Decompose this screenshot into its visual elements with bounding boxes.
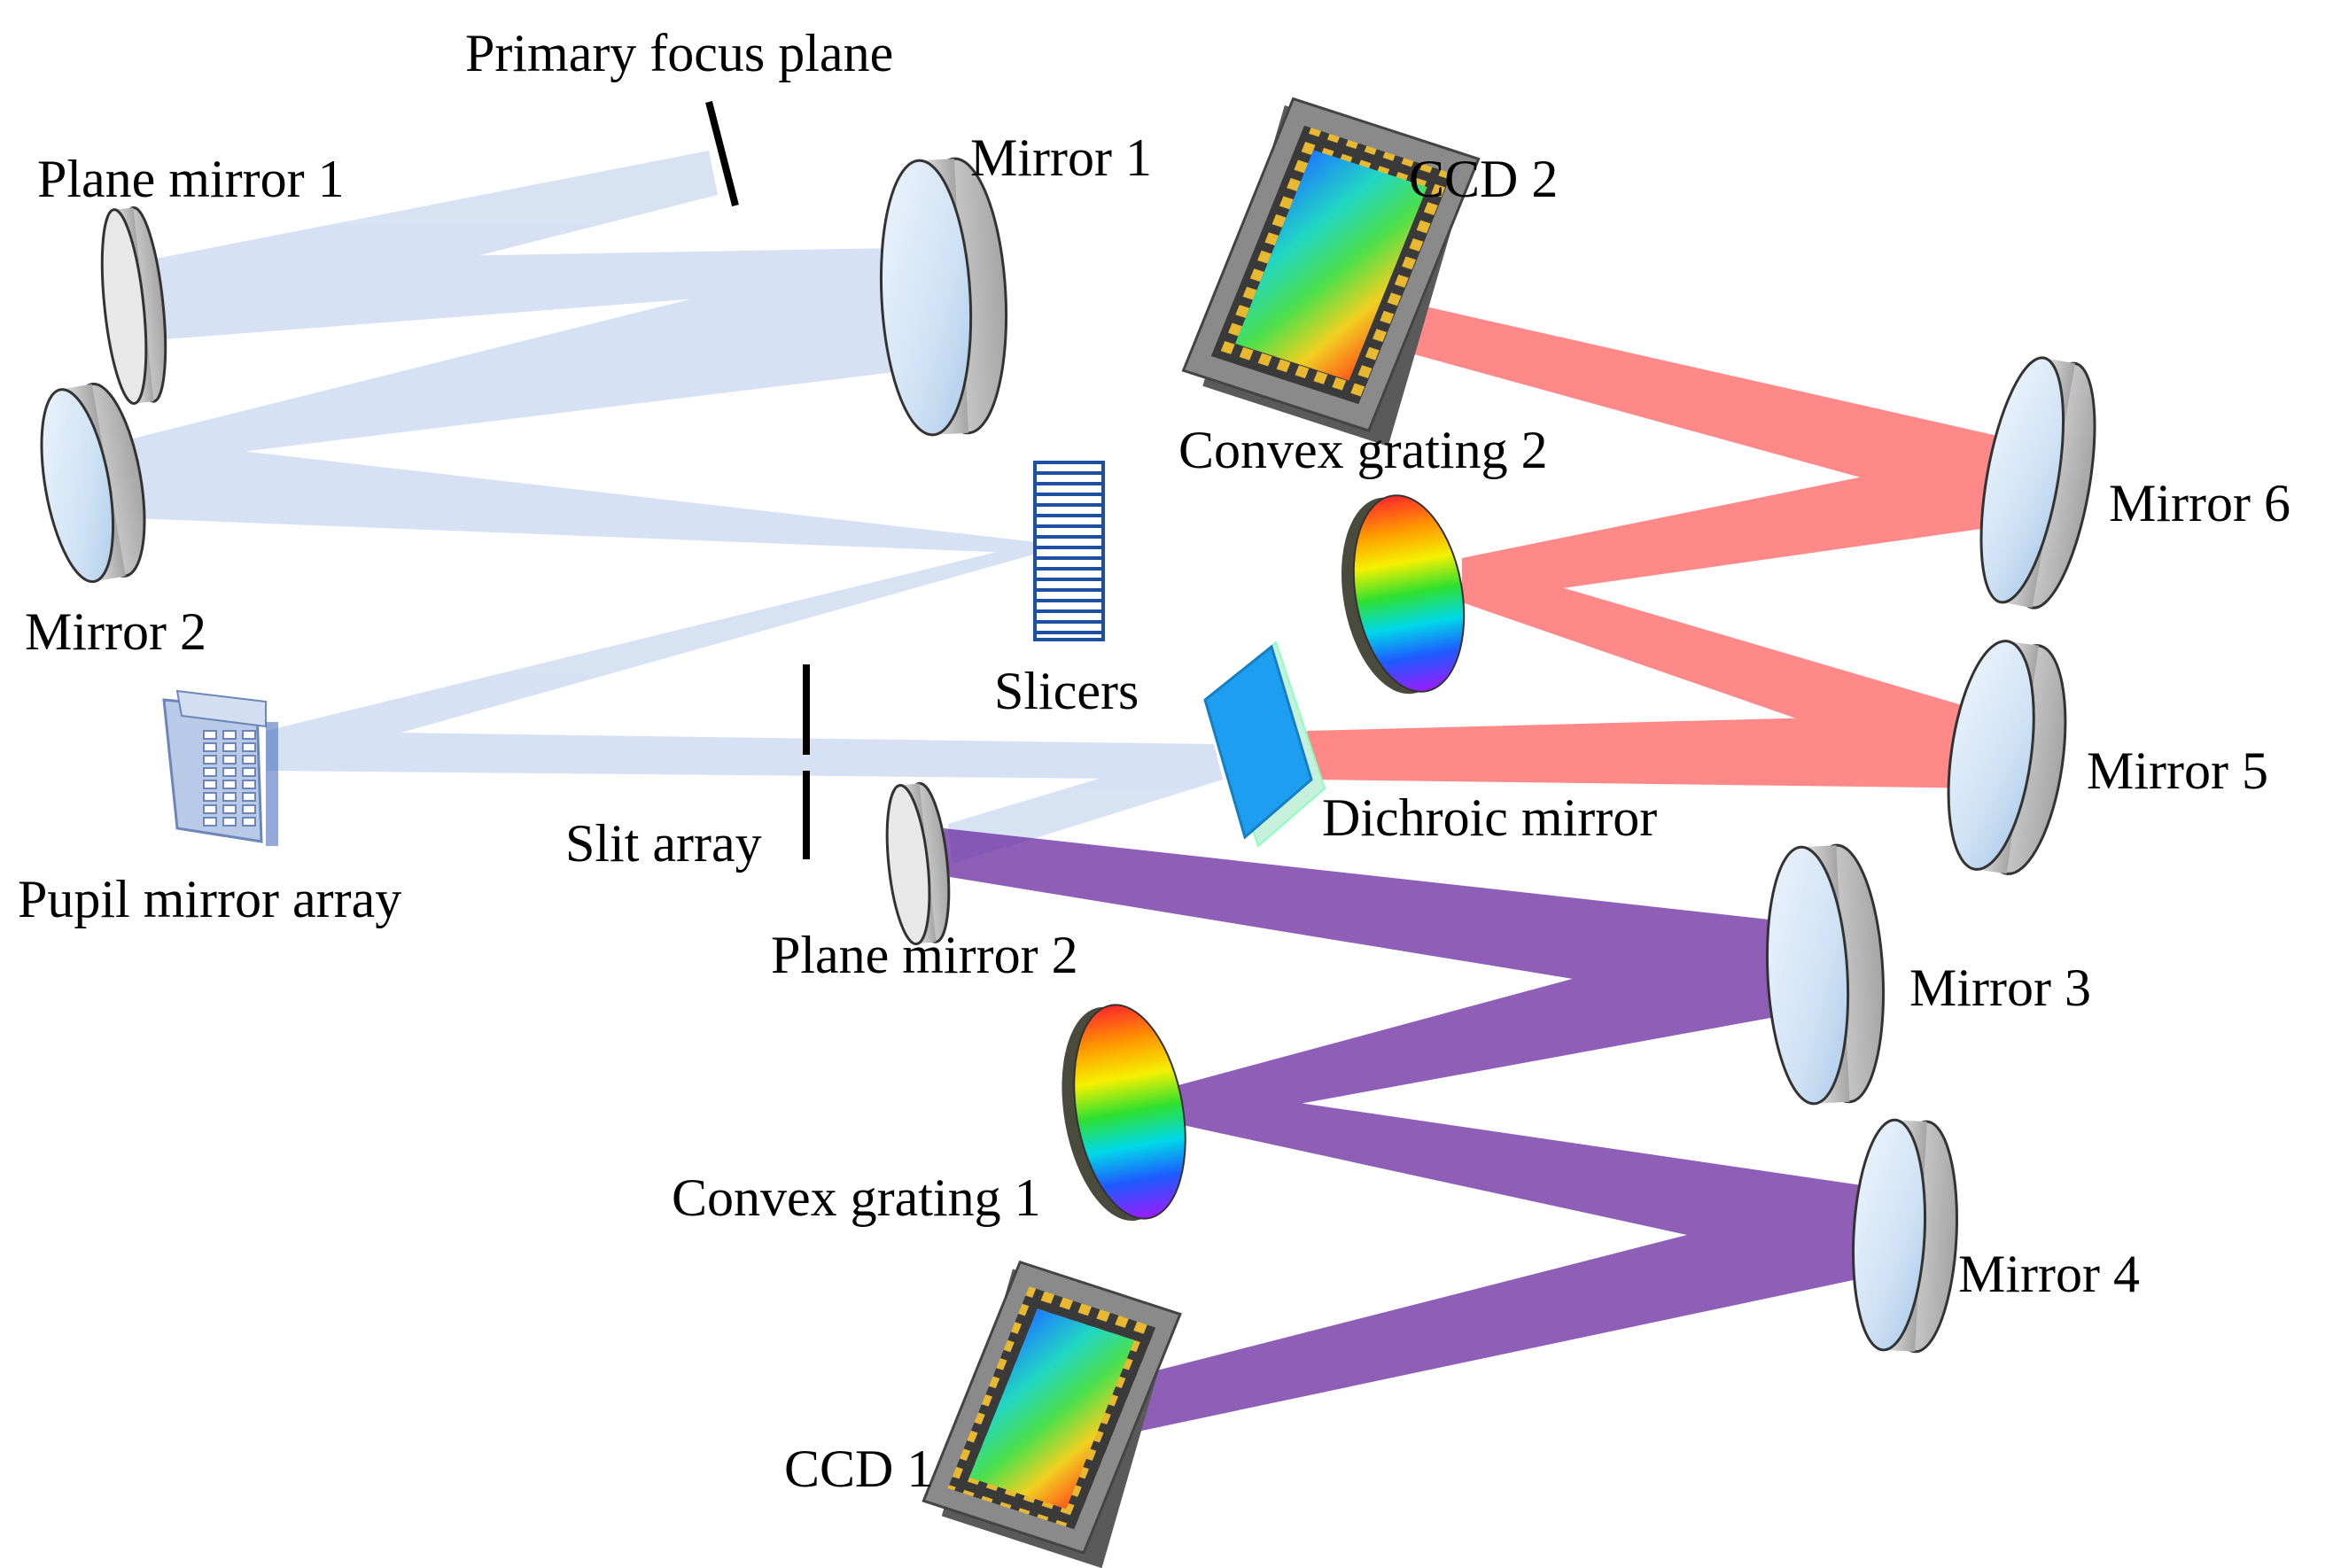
pupil-cell — [242, 780, 256, 789]
pupil-cell — [242, 767, 256, 777]
label-ccd-1: CCD 1 — [784, 1440, 933, 1498]
label-plane-mirror-2: Plane mirror 2 — [771, 926, 1078, 984]
pupil-cell — [222, 755, 237, 765]
pupil-cell — [203, 730, 217, 740]
beam-mirror4-to-ccd1 — [1112, 1187, 1874, 1435]
pupil-cell — [203, 755, 217, 765]
pupil-cell — [203, 792, 217, 802]
mirror-6 — [1979, 356, 2096, 609]
pupil-cell — [222, 742, 237, 752]
pupil-cell — [242, 817, 256, 827]
pupil-cell — [242, 742, 256, 752]
pupil-cell — [242, 755, 256, 765]
beam-pm2-to-mirror3 — [944, 828, 1790, 1014]
beam-pupil-to-dichroic — [266, 731, 1214, 780]
convex-grating-1 — [1062, 1004, 1186, 1222]
dichroic-mirror — [1203, 640, 1326, 848]
pupil-cell — [203, 742, 217, 752]
label-mirror-6: Mirror 6 — [2109, 474, 2290, 532]
beam-mirror2-to-slicers — [133, 439, 1037, 554]
label-pupil-mirror-array: Pupil mirror array — [18, 870, 401, 928]
pupil-cell — [222, 804, 237, 814]
beam-grating1-to-mirror4 — [1178, 1085, 1874, 1276]
label-slicers: Slicers — [994, 662, 1139, 720]
pupil-cell — [222, 817, 237, 827]
convex-grating-2 — [1341, 494, 1466, 695]
input-beams — [133, 151, 1223, 864]
slicers-block — [1033, 461, 1105, 641]
pupil-cell — [242, 730, 256, 740]
pupil-cell — [222, 767, 237, 777]
pupil-cell — [222, 792, 237, 802]
beam-mirror5-to-grating2 — [1462, 558, 1998, 788]
label-mirror-1: Mirror 1 — [970, 128, 1152, 187]
pupil-cell — [222, 730, 237, 740]
pupil-cell — [203, 817, 217, 827]
beam-mirror3-to-grating1 — [1178, 921, 1790, 1125]
mirror-4 — [1852, 1118, 1958, 1354]
beam-pm1-to-mirror1 — [142, 248, 895, 341]
label-primary-focus-plane: Primary focus plane — [465, 24, 893, 82]
mirror-5 — [1947, 640, 2067, 875]
beam-mirror1-to-mirror2 — [133, 248, 895, 465]
plane-mirror-2 — [885, 781, 951, 946]
pupil-cell — [222, 780, 237, 789]
mirror-2 — [40, 382, 146, 584]
primary-focus-plane-line — [705, 101, 739, 206]
label-plane-mirror-1: Plane mirror 1 — [37, 150, 345, 208]
mirror-3 — [1765, 843, 1886, 1106]
pupil-cell — [203, 767, 217, 777]
label-convex-grating-2: Convex grating 2 — [1178, 421, 1548, 479]
label-ccd-2: CCD 2 — [1409, 150, 1558, 208]
label-convex-grating-1: Convex grating 1 — [672, 1168, 1041, 1227]
label-dichroic-mirror: Dichroic mirror — [1322, 788, 1657, 847]
label-slit-array: Slit array — [565, 814, 762, 873]
ccd-2 — [1181, 97, 1481, 446]
ccd-1 — [922, 1260, 1182, 1568]
beam-slicers-to-pupil — [266, 542, 1037, 771]
beam-dichroic-to-mirror5 — [1307, 713, 1998, 788]
label-mirror-3: Mirror 3 — [1909, 959, 2091, 1017]
label-mirror-2: Mirror 2 — [25, 602, 206, 661]
beam-dichroic-to-pm2 — [948, 744, 1223, 864]
label-mirror-5: Mirror 5 — [2087, 741, 2268, 800]
mirror-1 — [879, 157, 1008, 437]
violet-beams — [944, 828, 1874, 1435]
red-beams — [1307, 297, 2029, 788]
plane-mirror-1 — [100, 206, 167, 405]
pupil-cell — [242, 792, 256, 802]
label-mirror-4: Mirror 4 — [1958, 1245, 2140, 1303]
beam-mirror6-to-ccd2 — [1382, 297, 2029, 523]
pupil-cell — [203, 780, 217, 789]
pupil-cell — [242, 804, 256, 814]
pupil-cell — [203, 804, 217, 814]
pupil-mirror-array — [162, 689, 278, 846]
